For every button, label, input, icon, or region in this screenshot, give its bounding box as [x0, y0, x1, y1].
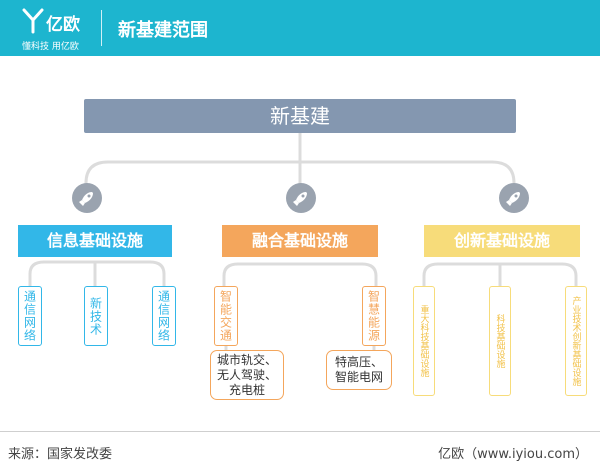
detail-smart-energy: 特高压、 智能电网	[326, 350, 392, 390]
detail-line: 充电桩	[228, 382, 265, 397]
header-bar: 亿欧 懂科技 用亿欧 新基建范围	[0, 0, 600, 56]
item-industrial-innovation-infrastructure: 产业技术创新基础设施	[565, 286, 587, 396]
item-major-sci-tech-infrastructure: 重大科技基础设施	[413, 286, 435, 396]
rocket-icon	[286, 183, 316, 213]
logo-slogan: 懂科技 用亿欧	[22, 42, 79, 52]
detail-line: 城市轨交、	[216, 352, 277, 367]
item-communication-network: 通信网络	[18, 286, 42, 346]
logo-y-icon	[22, 8, 44, 34]
header-divider	[101, 10, 102, 46]
detail-line: 特高压、	[334, 355, 383, 369]
detail-smart-transport: 城市轨交、 无人驾驶、 充电桩	[210, 350, 284, 400]
item-communication-network-2: 通信网络	[152, 286, 176, 346]
brand-logo: 亿欧 懂科技 用亿欧	[22, 6, 94, 52]
category-fusion-infrastructure: 融合基础设施	[222, 225, 378, 257]
logo-text: 亿欧	[46, 15, 80, 35]
item-smart-energy: 智慧能源	[362, 286, 386, 346]
detail-line: 智能电网	[334, 370, 383, 384]
category-innovation-infrastructure: 创新基础设施	[424, 225, 580, 257]
source-note: 来源：国家发改委	[8, 447, 113, 462]
detail-line: 无人驾驶、	[216, 367, 277, 382]
rocket-icon	[72, 183, 102, 213]
root-node: 新基建	[84, 99, 516, 133]
footer-divider	[0, 431, 600, 432]
item-smart-transport: 智能交通	[214, 286, 238, 346]
category-info-infrastructure: 信息基础设施	[18, 225, 172, 257]
item-sci-tech-infrastructure: 科技基础设施	[489, 286, 511, 396]
page-title: 新基建范围	[118, 20, 208, 41]
rocket-icon	[499, 183, 529, 213]
site-credit: 亿欧（www.iyiou.com）	[438, 447, 588, 462]
item-new-technology: 新技术	[84, 286, 108, 346]
